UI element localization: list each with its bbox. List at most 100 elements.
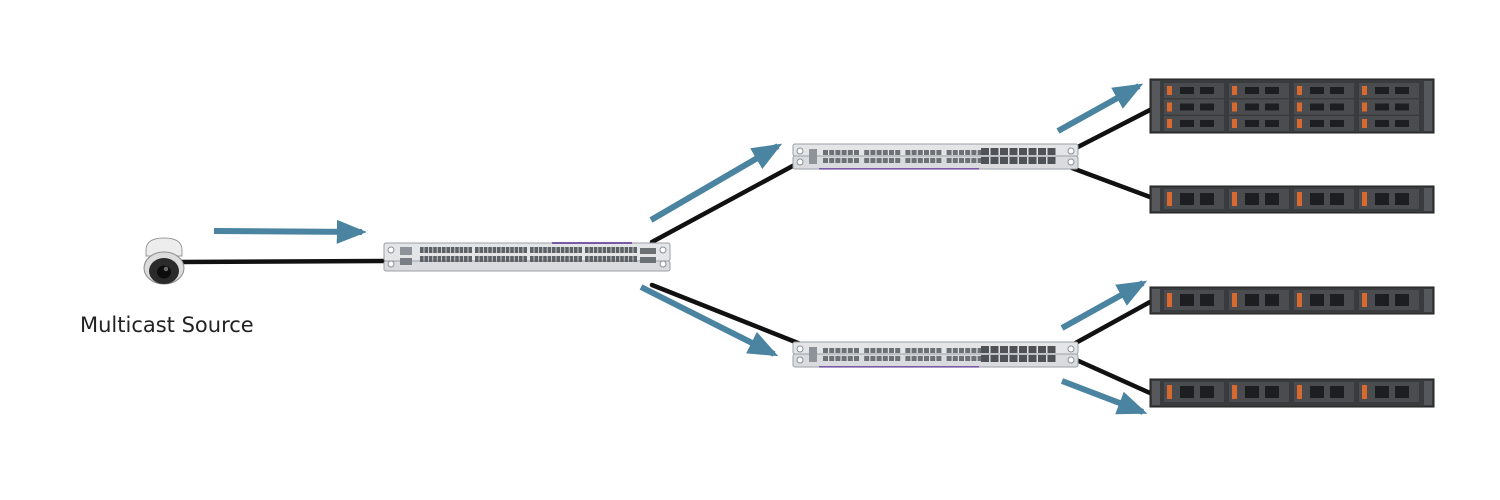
drive-latch <box>1167 119 1172 128</box>
rj45-port <box>615 247 620 253</box>
qsfp-port <box>981 157 989 164</box>
sfp-port <box>936 348 942 353</box>
sfp-port <box>959 150 964 155</box>
rj45-port <box>556 256 560 262</box>
drive-latch <box>1232 119 1237 128</box>
drive-vent <box>1395 87 1409 94</box>
drive-vent <box>1375 87 1389 94</box>
qsfp-port <box>1038 346 1046 353</box>
rj45-port <box>607 247 611 253</box>
cable-dist-top-to-server-1 <box>1069 107 1153 153</box>
server-1u-middle <box>1149 286 1435 315</box>
drive-vent <box>1395 193 1409 205</box>
multicast-source-label: Multicast Source <box>80 313 254 337</box>
rj45-port <box>492 256 497 262</box>
qsfp-port <box>1047 148 1056 155</box>
rj45-port <box>556 247 560 253</box>
sfp-port <box>847 356 853 361</box>
drive-latch <box>1362 86 1367 95</box>
drive-latch <box>1297 385 1302 399</box>
qsfp-port <box>1000 157 1008 164</box>
rj45-port <box>534 256 538 262</box>
drive-vent <box>1265 103 1279 111</box>
sfp-port <box>936 158 942 163</box>
sfp-port <box>946 348 952 353</box>
sfp-port <box>823 150 828 155</box>
sfp-port <box>864 158 870 163</box>
qsfp-port <box>1028 355 1037 362</box>
sfp-port <box>905 158 911 163</box>
rj45-port <box>611 247 615 253</box>
qsfp-port <box>1000 148 1008 155</box>
rj45-port <box>543 247 547 253</box>
sfp-port <box>952 158 958 163</box>
rj45-port <box>519 247 523 253</box>
drive-vent <box>1245 103 1259 111</box>
rj45-port <box>510 247 514 253</box>
sfp-port <box>829 356 835 361</box>
rj45-port <box>569 256 574 262</box>
rj45-port <box>455 256 459 262</box>
sfp-port <box>835 150 841 155</box>
sfp-port <box>889 348 894 353</box>
rj45-port <box>530 247 534 253</box>
drive-vent <box>1265 193 1279 205</box>
sfp-port <box>835 356 841 361</box>
sfp-port <box>864 356 870 361</box>
drive-latch <box>1167 293 1172 307</box>
rj45-port <box>450 256 455 262</box>
rj45-port <box>459 247 464 253</box>
sfp-port <box>847 348 853 353</box>
drive-vent <box>1310 294 1324 306</box>
drive-latch <box>1297 102 1302 112</box>
qsfp-port <box>981 355 989 362</box>
rj45-port <box>514 247 519 253</box>
rj45-port <box>560 247 565 253</box>
sfp-port <box>870 150 876 155</box>
drive-vent <box>1395 120 1409 127</box>
sfp-port <box>823 158 828 163</box>
sfp-port <box>965 158 971 163</box>
rj45-port <box>552 256 556 262</box>
drive-vent <box>1265 120 1279 127</box>
sfp-port <box>854 150 859 155</box>
sfp-port <box>952 348 958 353</box>
sfp-port <box>882 356 888 361</box>
drive-vent <box>1375 294 1389 306</box>
sfp-port <box>965 150 971 155</box>
sfp-port <box>971 348 977 353</box>
qsfp-port <box>1047 346 1056 353</box>
sfp-port <box>864 348 870 353</box>
qsfp-port <box>990 355 999 362</box>
rj45-port <box>589 247 593 253</box>
sfp-port <box>965 356 971 361</box>
rj45-port <box>479 247 483 253</box>
flow-arrow-source <box>213 219 367 244</box>
sfp-port <box>882 348 888 353</box>
sfp-port <box>911 348 917 353</box>
sfp-port <box>882 150 888 155</box>
rj45-port <box>514 256 519 262</box>
rj45-port <box>446 247 450 253</box>
drive-vent <box>1200 103 1214 111</box>
rj45-port <box>428 247 433 253</box>
cable-dist-bottom-to-server-4 <box>1069 355 1153 396</box>
rj45-port <box>492 247 497 253</box>
rj45-port <box>602 256 607 262</box>
drive-latch <box>1167 385 1172 399</box>
drive-vent <box>1200 294 1214 306</box>
cable-dist-top-to-server-2 <box>1069 165 1153 200</box>
drive-vent <box>1330 193 1344 205</box>
sfp-port <box>924 150 929 155</box>
rj45-port <box>611 256 615 262</box>
sfp-port <box>911 150 917 155</box>
drive-vent <box>1180 103 1194 111</box>
drive-latch <box>1297 293 1302 307</box>
sfp-port <box>930 348 936 353</box>
drive-vent <box>1245 386 1259 398</box>
sfp-port <box>895 150 901 155</box>
rj45-port <box>523 247 527 253</box>
sfp-port <box>959 356 964 361</box>
rj45-port <box>483 256 488 262</box>
rj45-port <box>633 247 637 253</box>
